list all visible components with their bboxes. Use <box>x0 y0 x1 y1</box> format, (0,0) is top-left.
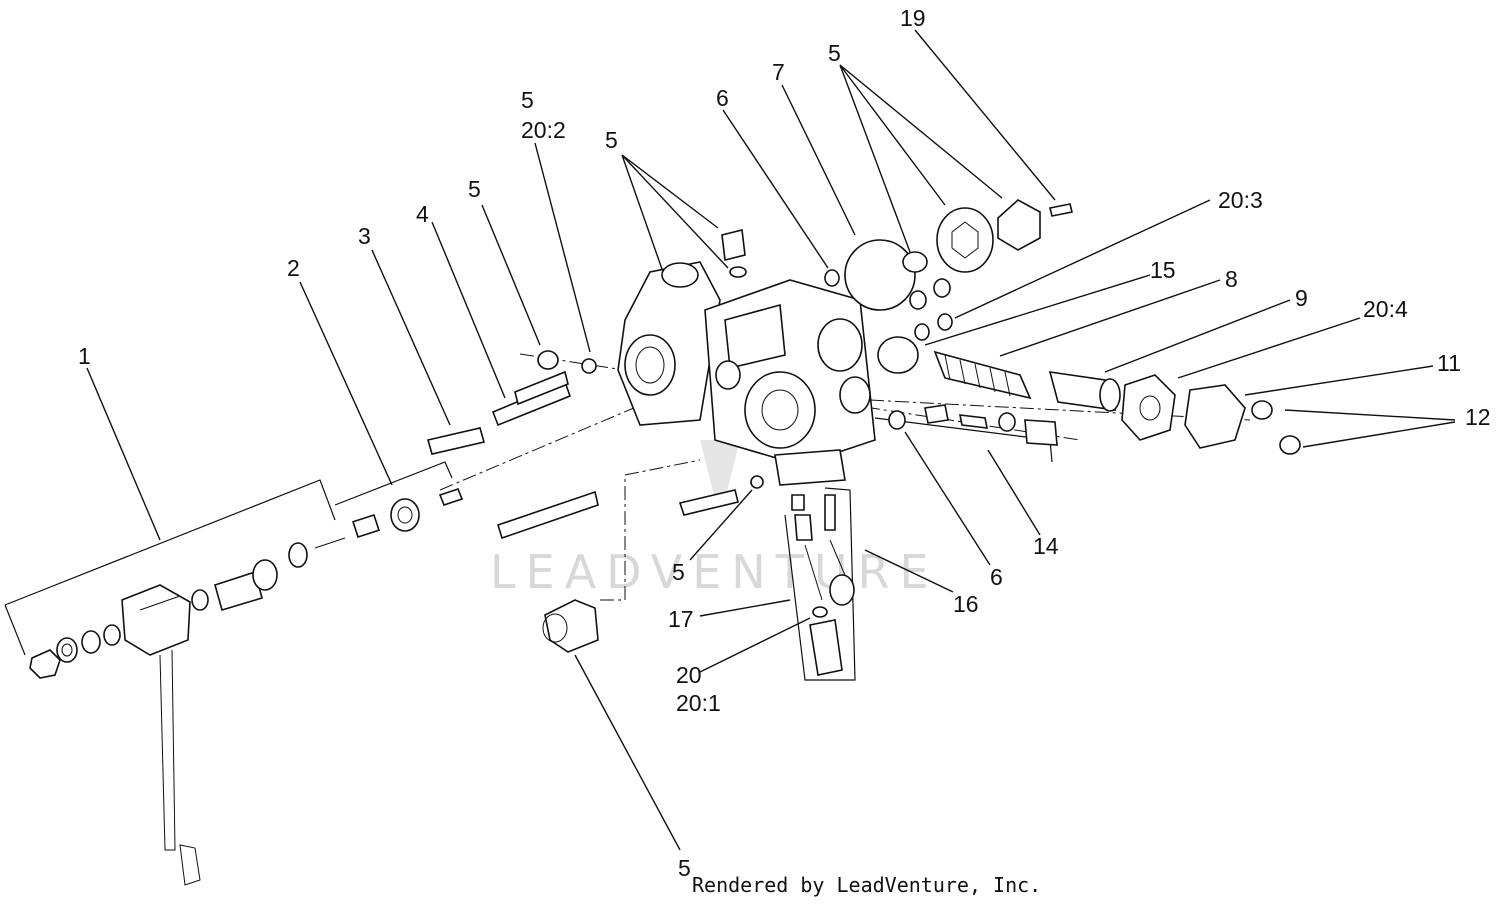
callout-9: 9 <box>1295 285 1308 311</box>
callout-5f: 5 <box>678 855 691 881</box>
bolts-group <box>426 350 739 540</box>
callout-1: 1 <box>78 343 91 369</box>
watermark-text: LEADVENTURE <box>490 545 939 599</box>
watermark-logo-icon <box>700 440 740 500</box>
callout-5c: 5 <box>605 127 618 153</box>
callout-7: 7 <box>772 59 785 85</box>
callout-4: 4 <box>416 201 429 227</box>
pump-housing <box>617 229 876 486</box>
callout-16: 16 <box>953 591 979 617</box>
callout-20-3: 20:3 <box>1218 187 1263 213</box>
solenoid-assembly <box>29 537 346 886</box>
callout-20-4: 20:4 <box>1363 296 1408 322</box>
callout-12: 12 <box>1465 404 1491 430</box>
leader-lines <box>86 29 1456 851</box>
callout-5b: 5 <box>521 87 534 113</box>
callout-20-2: 20:2 <box>521 117 566 143</box>
callout-11: 11 <box>1437 350 1461 376</box>
callout-5d: 5 <box>828 40 841 66</box>
callout-17: 17 <box>668 606 694 632</box>
right-components <box>824 199 1301 455</box>
callout-5a: 5 <box>468 176 481 202</box>
callout-3: 3 <box>358 223 371 249</box>
callout-19: 19 <box>900 5 926 31</box>
callout-20: 20 <box>676 662 702 688</box>
relief-valve-components <box>542 475 855 676</box>
callout-14: 14 <box>1033 533 1059 559</box>
callout-5e: 5 <box>672 559 685 585</box>
callout-15: 15 <box>1150 257 1176 283</box>
callout-8: 8 <box>1225 266 1238 292</box>
callouts: 1 2 3 4 5 5 20:2 5 6 7 5 19 20:3 15 8 9 … <box>78 5 1491 881</box>
valve-spool-group <box>352 488 464 539</box>
callout-6b: 6 <box>990 564 1003 590</box>
callout-2: 2 <box>287 255 300 281</box>
callout-6a: 6 <box>716 85 729 111</box>
render-credit: Rendered by LeadVenture, Inc. <box>692 873 1041 897</box>
callout-20-1: 20:1 <box>676 690 721 716</box>
